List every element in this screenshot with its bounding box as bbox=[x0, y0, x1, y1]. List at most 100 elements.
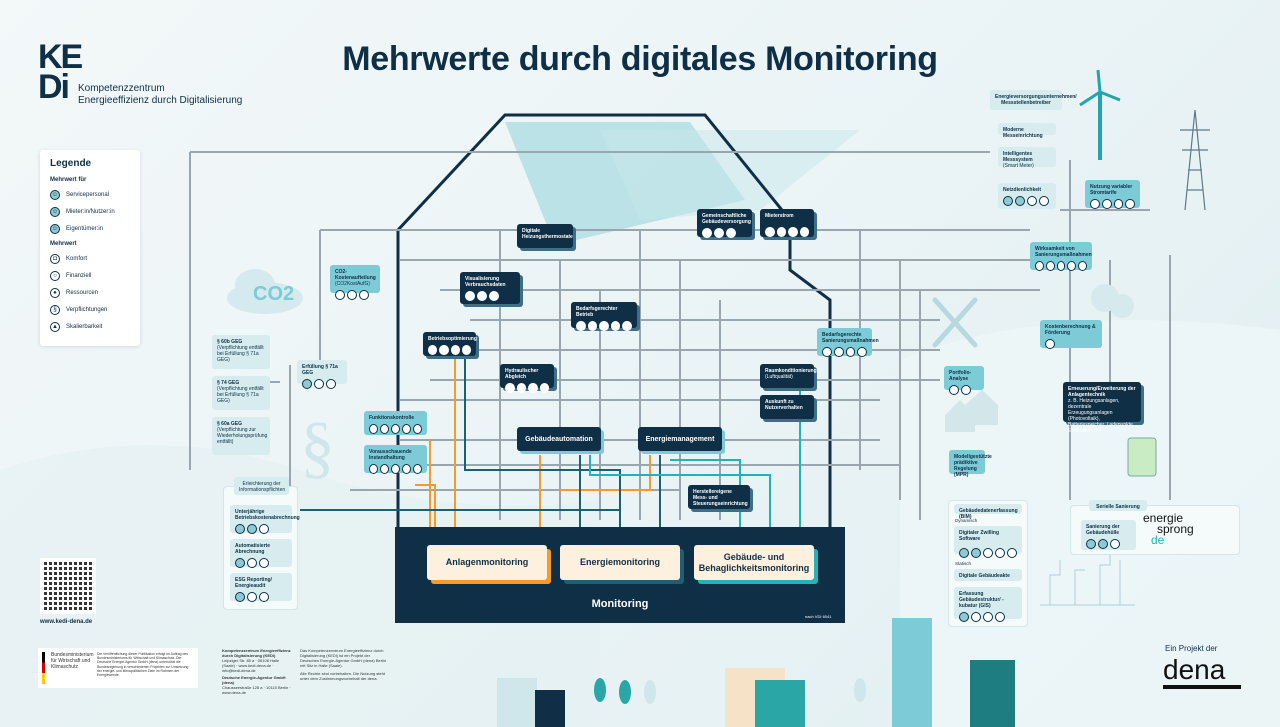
node-sublabel: (Verpflichtung entfällt bei Erfüllung § … bbox=[217, 386, 264, 404]
service-staff-icon bbox=[1086, 539, 1096, 549]
finance-icon bbox=[539, 383, 549, 393]
energiesprong-l1: energie bbox=[1143, 511, 1184, 525]
bim-dynamisch: Dynamisch bbox=[955, 518, 978, 523]
legend-item: ◘Komfort bbox=[50, 254, 130, 264]
resources-icon bbox=[314, 379, 324, 389]
service-staff-icon bbox=[505, 383, 515, 393]
finance-icon bbox=[983, 612, 993, 622]
german-flag-icon bbox=[42, 652, 45, 684]
node-label: Bedarfsgerechter Betrieb bbox=[576, 306, 618, 318]
gebaeude-behaglichkeitsmonitoring-box[interactable]: Gebäude- und Behaglichkeitsmonitoring bbox=[694, 545, 814, 580]
node-gemeinschaftliche-gebaeudeversorgung[interactable]: Gemeinschaftliche Gebäudeversorgung bbox=[697, 209, 752, 238]
energiesprong-l2: sprong bbox=[1157, 522, 1194, 536]
service-staff-icon bbox=[822, 347, 832, 357]
node-bedarfsgerechter-betrieb[interactable]: Bedarfsgerechter Betrieb bbox=[571, 302, 637, 331]
imprint-rights: Alle Rechte sind vorbehalten. Die Nutzun… bbox=[300, 671, 385, 681]
qr-code[interactable] bbox=[40, 558, 96, 614]
node-wirksamkeit-sanierung[interactable]: Wirksamkeit von Sanierungsmaßnahmen bbox=[1030, 242, 1092, 271]
node-label: § 60b GEG bbox=[217, 339, 243, 345]
node-automatisierte-abrechnung[interactable]: Automatisierte Abrechnung bbox=[230, 539, 292, 568]
ministry-text: Die Veröffentlichung dieser Publikation … bbox=[97, 652, 189, 678]
node-label: Betriebsoptimierung bbox=[428, 336, 477, 342]
node-label: Netzdienlichkeit bbox=[1003, 187, 1042, 193]
node-raumkonditionierung[interactable]: Raumkonditionierung(Luftqualität) bbox=[760, 364, 817, 388]
anlagenmonitoring-box[interactable]: Anlagenmonitoring bbox=[427, 545, 547, 580]
node-visualisierung[interactable]: Visualisierung Verbrauchsdaten bbox=[460, 272, 520, 304]
node-sanierung-gebaeudehuelle[interactable]: Sanierung der Gebäudehülle bbox=[1081, 520, 1136, 550]
node-betriebsoptimierung[interactable]: Betriebsoptimierung bbox=[423, 332, 477, 356]
obligations-icon bbox=[259, 592, 269, 602]
finance-icon bbox=[1113, 199, 1124, 209]
imprint-kedi: Kompetenzzentrum Energieeffizienz durch … bbox=[222, 648, 292, 695]
node-evu[interactable]: Energieversorgungsunternehmen/ Messstell… bbox=[990, 90, 1077, 110]
legend-item: ♠Ressourcen bbox=[50, 288, 130, 298]
node-vorausschauende-instandhaltung[interactable]: Vorausschauende Instandhaltung bbox=[364, 445, 427, 474]
legend-label: Ressourcen bbox=[66, 290, 99, 296]
node-label: Kostenberechnung & Förderung bbox=[1045, 324, 1096, 336]
owner-icon bbox=[235, 558, 245, 568]
node-netzdienlichkeit[interactable]: Netzdienlichkeit bbox=[998, 183, 1056, 209]
owner-icon bbox=[1098, 539, 1108, 549]
node-variable-stromtarife[interactable]: Nutzung variabler Stromtarife bbox=[1085, 180, 1140, 209]
scalability-icon bbox=[726, 228, 736, 238]
scalability-icon: ▲ bbox=[50, 322, 60, 332]
monitoring-note: nach VDI 6041 bbox=[805, 614, 832, 619]
node-auskunft-nutzerverhalten[interactable]: Auskunft zu Nutzerverhalten bbox=[760, 395, 814, 419]
tenant-icon bbox=[380, 464, 389, 474]
node-sublabel: (Verpflichtung zur Wiederholungsprüfung … bbox=[217, 427, 268, 445]
node-erfuellung-71a[interactable]: Erfüllung § 71a GEG bbox=[297, 360, 347, 389]
node-unterjaehrige-abrechnung[interactable]: Unterjährige Betriebskostenabrechnung bbox=[230, 505, 300, 534]
comfort-icon bbox=[1045, 261, 1055, 271]
legend-label: Mieter:in/Nutzer:in bbox=[66, 209, 115, 215]
tenant-icon bbox=[587, 321, 598, 331]
node-funktionskontrolle[interactable]: Funktionskontrolle bbox=[364, 411, 427, 435]
finance-icon bbox=[450, 345, 460, 355]
resources-icon bbox=[1039, 196, 1049, 206]
node-modellgestuetzte-regelung[interactable]: Modellgestützte prädiktive Regelung (MPR… bbox=[949, 450, 992, 478]
imprint-dena-name: Deutsche Energie-Agentur GmbH (dena) bbox=[222, 675, 286, 685]
tenant-icon bbox=[776, 227, 786, 237]
legend-label: Servicepersonal bbox=[66, 192, 110, 198]
node-smart-meter[interactable]: Intelligentes Messsystem(Smart Meter) bbox=[998, 147, 1056, 169]
node-portfolio-analyse[interactable]: Portfolio-Analyse bbox=[944, 366, 984, 395]
node-kostenberechnung-foerderung[interactable]: Kostenberechnung & Förderung bbox=[1040, 320, 1102, 349]
node-label: Vorausschauende Instandhaltung bbox=[369, 449, 412, 461]
node-erneuerung-anlagentechnik[interactable]: Erneuerung/Erweiterung der Anlagentechni… bbox=[1063, 382, 1141, 434]
energiemonitoring-box[interactable]: Energiemonitoring bbox=[560, 545, 680, 580]
dena-logo[interactable]: dena bbox=[1163, 655, 1241, 689]
resources-icon bbox=[461, 345, 471, 355]
node-gebaeudeautomation[interactable]: Gebäudeautomation bbox=[517, 427, 601, 451]
node-label: Erneuerung/Erweiterung der Anlagentechni… bbox=[1068, 386, 1136, 398]
service-staff-icon bbox=[369, 464, 378, 474]
resources-icon bbox=[799, 227, 809, 237]
node-sublabel: (Verpflichtung entfällt bei Erfüllung § … bbox=[217, 345, 264, 363]
node-mieterstrom[interactable]: Mieterstrom bbox=[760, 209, 814, 237]
legend-label: Komfort bbox=[66, 256, 88, 262]
legend-label: Verpflichtungen bbox=[66, 307, 108, 313]
node-herstellereigene-einrichtung[interactable]: Herstellereigene Mess- und Steuerungsein… bbox=[688, 485, 750, 509]
node-digitale-heizungsthermostate[interactable]: Digitale Heizungsthermostate bbox=[517, 224, 573, 248]
legend-item: §Verpflichtungen bbox=[50, 305, 130, 315]
website-link[interactable]: www.kedi-dena.de bbox=[40, 619, 93, 625]
node-moderne-messeinrichtung[interactable]: Moderne Messeinrichtung bbox=[998, 123, 1056, 139]
node-sublabel: (CO2KostAufG) bbox=[335, 281, 371, 287]
service-staff-icon bbox=[235, 524, 245, 534]
node-digitaler-zwilling[interactable]: Digitaler Zwilling Software bbox=[954, 526, 1022, 558]
node-gis-erfassung[interactable]: Erfassung Gebäudestruktur/ -kubatur (GIS… bbox=[954, 587, 1022, 622]
node-geg-74[interactable]: § 74 GEG(Verpflichtung entfällt bei Erfü… bbox=[212, 376, 270, 410]
node-digitale-gebaeudeakte[interactable]: Digitale Gebäudeakte bbox=[954, 569, 1022, 581]
node-hydraulischer-abgleich[interactable]: Hydraulischer Abgleich bbox=[500, 364, 554, 393]
node-label: Visualisierung Verbrauchsdaten bbox=[465, 276, 506, 288]
resources-icon bbox=[1067, 261, 1077, 271]
node-geg-60b[interactable]: § 60b GEG(Verpflichtung entfällt bei Erf… bbox=[212, 335, 270, 369]
imprint-about: Das Kompetenzzentrum Energieeffizienz du… bbox=[300, 648, 390, 681]
node-energiemanagement[interactable]: Energiemanagement bbox=[638, 427, 722, 451]
node-esg-reporting[interactable]: ESG Reporting/ Energieaudit bbox=[230, 573, 292, 602]
node-geg-60a[interactable]: § 60a GEG(Verpflichtung zur Wiederholung… bbox=[212, 417, 270, 455]
node-bedarfsgerechte-sanierung[interactable]: Bedarfsgerechte Sanierungsmaßnahmen bbox=[817, 328, 879, 357]
finance-icon bbox=[995, 548, 1005, 558]
owner-icon bbox=[949, 385, 959, 395]
node-co2-kostenaufteilung[interactable]: CO2-Kostenaufteilung(CO2KostAufG) bbox=[330, 265, 380, 300]
obligations-icon bbox=[413, 424, 422, 434]
